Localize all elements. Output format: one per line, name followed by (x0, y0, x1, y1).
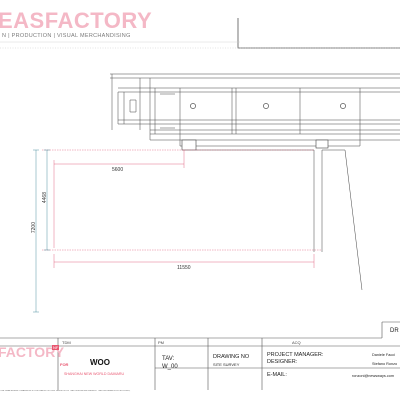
column-markers (190, 103, 346, 109)
for-label: FOR (60, 362, 69, 367)
project-manager-value: Daniele Facci (372, 353, 396, 357)
footer-disclaimer: THE DEALERSHIP DRAWINGS ILLUSTRATED IN T… (0, 390, 131, 392)
dimension-height-inner (44, 149, 50, 251)
tav-value: W_00 (162, 364, 178, 370)
client-location: SHANGHAI NEW WORLD DAIMARU (64, 372, 125, 376)
drawing-no-label: DRAWING NO (213, 354, 250, 360)
frame-outline (237, 18, 400, 49)
dimension-label-height-outer: 7200 (31, 222, 37, 234)
tav-label: TAV: (162, 356, 175, 362)
floor-outline (42, 149, 322, 251)
email-label: E-MAIL: (267, 372, 287, 378)
brand-tagline: N | PRODUCTION | VISUAL MERCHANDISING (2, 33, 131, 39)
dimension-label-width-upper: 5600 (112, 167, 124, 173)
client-name: WOO (90, 358, 110, 367)
dimension-width-upper (53, 150, 185, 248)
brand-logo-bottom: FACTORY (0, 344, 65, 360)
dimension-label-height-inner: 4468 (42, 192, 48, 204)
room-right-wall (196, 149, 363, 291)
col-header-pm: PM (158, 340, 164, 345)
project-manager-label: PROJECT MANAGER: (267, 352, 324, 358)
col-header-acq: ACQ (292, 340, 301, 345)
dimension-width-lower (53, 254, 315, 268)
brand-logo-top: EASFACTORY (0, 8, 153, 33)
drawing-no-value: SITE SURVEY (213, 362, 240, 367)
title-block-frame (0, 321, 400, 390)
building-structure (110, 73, 400, 147)
brand-logo-badge: NF (52, 345, 60, 350)
col-header-tdm: TDM (62, 340, 71, 345)
email-value: ronzoni@newsways.com (352, 374, 395, 378)
wall-pillars (181, 139, 329, 151)
designer-value: Stefano Ronzo (372, 362, 398, 366)
dimension-label-width-lower: 11550 (177, 265, 191, 271)
designer-label: DESIGNER: (267, 359, 298, 365)
dimension-height-outer (33, 149, 39, 313)
drawing-label-dr: DR (390, 328, 399, 334)
